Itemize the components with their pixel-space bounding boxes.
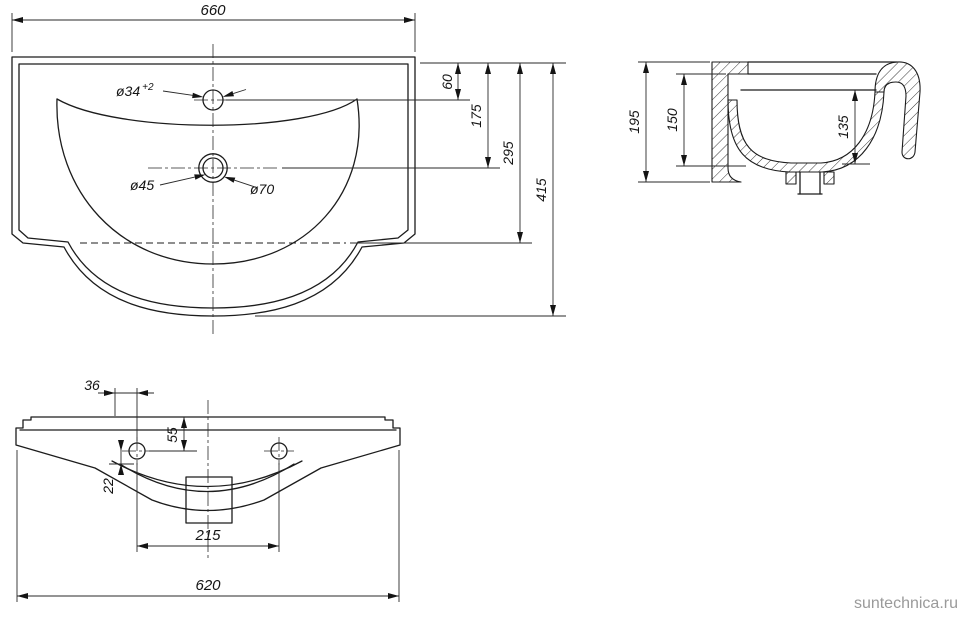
leader-line: [162, 90, 193, 96]
drain-inner-circle: [202, 157, 224, 179]
dim-bowl-depth: 135: [835, 90, 870, 165]
dim-top-to-hole: 55: [149, 417, 197, 452]
dim-top-to-drain: 175: [282, 63, 500, 169]
faucet-hole-circle: [202, 89, 224, 111]
bowl-wall-section: [727, 91, 885, 173]
apron-upper-curve: [111, 460, 303, 488]
dim-mount-width: 620: [16, 450, 400, 602]
dim-overall-width: 660: [11, 2, 416, 52]
dim-inner-height: 150: [664, 73, 746, 167]
section-view: 195 150 135: [626, 61, 921, 195]
dim-label-175: 175: [468, 104, 484, 128]
dim-label-60: 60: [439, 74, 455, 90]
mounting-holes: [122, 437, 294, 465]
plan-outer-outline: [11, 56, 416, 317]
dim-label-135: 135: [835, 115, 851, 139]
dim-label-415: 415: [533, 178, 549, 202]
apron-lower-curve: [119, 463, 295, 493]
arrowhead: [192, 92, 204, 99]
dim-top-to-faucet: 60: [226, 63, 470, 101]
drain-boss-section: [785, 171, 797, 185]
dim-top-to-bowl-front: 295: [350, 63, 532, 244]
faucet-hole-label: ø34+2: [116, 82, 154, 99]
drain-hole-label: ø45: [130, 177, 154, 193]
dim-label-215: 215: [194, 527, 221, 544]
back-wall-section: [711, 61, 749, 183]
dim-label-195: 195: [626, 110, 642, 134]
leader-line: [159, 176, 195, 186]
leader-line: [233, 89, 247, 95]
dim-label-660: 660: [200, 2, 226, 19]
arrowhead: [224, 176, 236, 183]
dim-label-55: 55: [164, 427, 180, 443]
drain-holes: ø45 ø70: [130, 153, 278, 197]
dim-label-620: 620: [195, 577, 221, 594]
drain-trap-box: [185, 476, 233, 524]
drain-boss-section: [823, 171, 835, 185]
watermark: suntechnica.ru: [854, 595, 958, 612]
dim-label-150: 150: [664, 108, 680, 132]
dim-hole-spacing: 215: [136, 463, 280, 552]
leader-line: [234, 179, 259, 189]
front-view: 36 55 22 215 620: [15, 377, 401, 602]
arrowhead: [222, 91, 234, 97]
plan-view: ø34+2 ø45 ø70 660 60 1: [11, 2, 566, 334]
front-outline: [15, 416, 401, 512]
arrowhead: [194, 174, 206, 180]
bowl-back-edge: [56, 98, 358, 126]
dim-label-22: 22: [100, 478, 116, 495]
drain-recess-label: ø70: [250, 181, 274, 197]
dim-overall-depth: 415: [255, 63, 566, 317]
dim-hole-to-bowl: 22: [100, 440, 134, 495]
faucet-hole: ø34+2: [116, 82, 247, 111]
dim-label-295: 295: [500, 141, 516, 166]
drain-outer-circle: [198, 153, 228, 183]
dim-label-36: 36: [84, 377, 100, 393]
dim-hole-offset: 36: [84, 377, 154, 441]
dim-section-height: 195: [626, 61, 710, 183]
